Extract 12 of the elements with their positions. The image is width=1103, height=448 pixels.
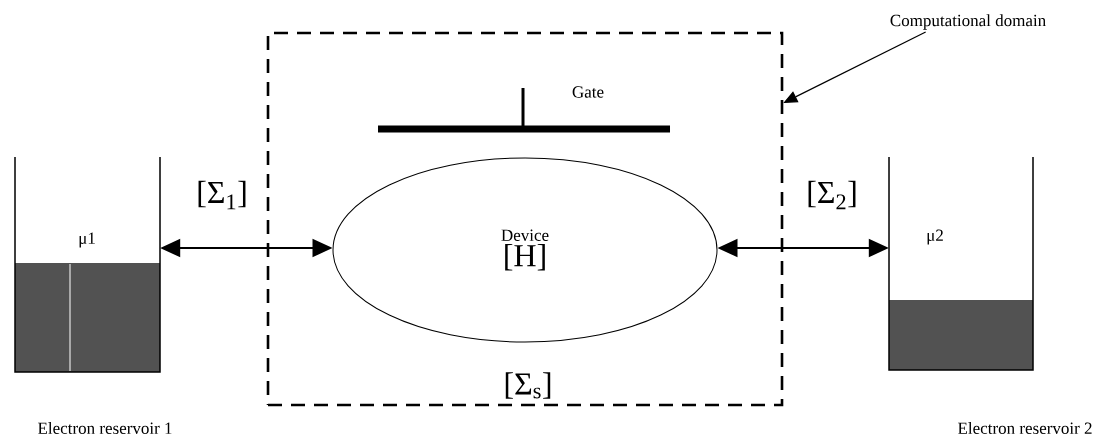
domain-boundary	[266, 31, 784, 407]
self-energy-label: [Σ$_{s}$]	[505, 372, 551, 399]
reservoir-label: Electron reservoir 1	[38, 422, 172, 434]
node-label: μ1	[79, 232, 95, 248]
edge-label: [Σ$_{1}$]	[198, 180, 246, 210]
gate-label: Gate	[572, 86, 604, 98]
domain-caption: Computational domain	[890, 14, 1046, 30]
reservoir-drawing: μ2	[888, 156, 1034, 371]
reservoir-drawing: μ1	[14, 156, 161, 373]
node-label: μ2	[927, 229, 943, 245]
edge-label: [Σ$_{2}$]	[808, 180, 856, 210]
reservoir-label: Electron reservoir 2	[958, 422, 1092, 434]
